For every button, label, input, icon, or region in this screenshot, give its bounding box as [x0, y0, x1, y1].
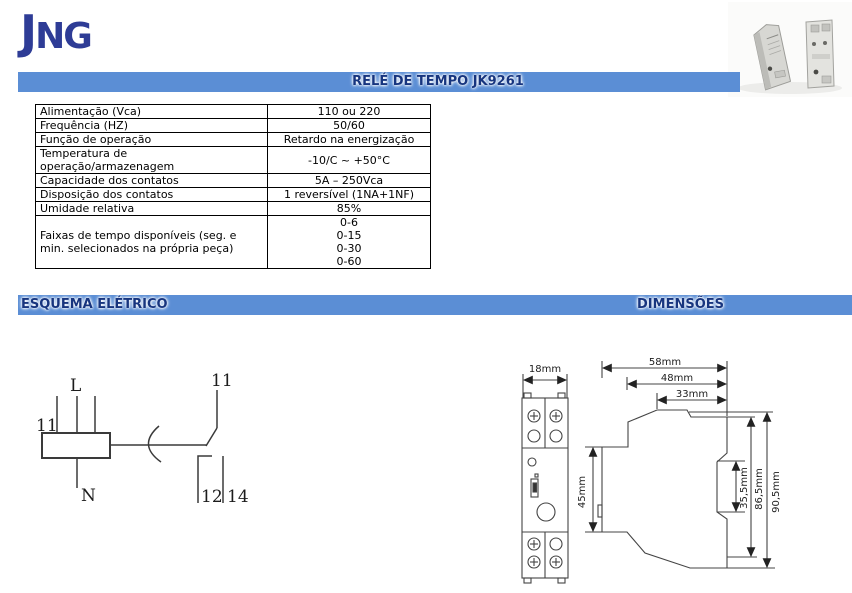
product-photo	[728, 2, 852, 97]
time-range: 0-6	[340, 216, 358, 229]
spec-table: Alimentação (Vca) 110 ou 220 Frequência …	[35, 104, 431, 269]
spec-label: Umidade relativa	[35, 201, 268, 216]
front-view	[521, 374, 569, 584]
depth-total-dim-label: 58mm	[649, 357, 681, 368]
spec-label: Alimentação (Vca)	[35, 104, 268, 119]
spec-value: -10/C ~ +50°C	[267, 146, 431, 174]
depth-body-dim-label: 48mm	[661, 373, 693, 384]
no-terminal-label: 14	[227, 487, 249, 507]
title-bar: RELÉ DE TEMPO JK9261	[18, 72, 740, 92]
table-row: Temperatura de operação/armazenagem -10/…	[35, 146, 431, 174]
delay-arc-symbol	[147, 425, 162, 463]
relay-module-left	[753, 24, 792, 91]
table-row: Faixas de tempo disponíveis (seg. e min.…	[35, 215, 431, 269]
common-terminal-label: 11	[211, 371, 233, 391]
electrical-schematic: 11 L N 11 12 14	[36, 371, 249, 507]
time-range: 0-15	[336, 229, 362, 242]
line-label: L	[70, 376, 81, 396]
side-view	[585, 361, 775, 569]
relay-module-right	[805, 19, 835, 89]
spec-label: Capacidade dos contatos	[35, 173, 268, 188]
table-row: Alimentação (Vca) 110 ou 220	[35, 104, 431, 119]
spec-value: 1 reversível (1NA+1NF)	[267, 187, 431, 202]
table-row: Umidade relativa 85%	[35, 201, 431, 216]
coil-box	[41, 432, 111, 459]
spec-label: Disposição dos contatos	[35, 187, 268, 202]
body-height-dim-label: 86,5mm	[754, 468, 765, 510]
notch-height-dim-label: 35,5mm	[739, 467, 750, 509]
spec-value-list: 0-6 0-15 0-30 0-60	[267, 215, 431, 269]
depth-front-dim-label: 33mm	[676, 389, 708, 400]
spec-value: 5A – 250Vca	[267, 173, 431, 188]
time-range: 0-60	[336, 255, 362, 268]
spec-label: Temperatura de operação/armazenagem	[35, 146, 268, 174]
time-range: 0-30	[336, 242, 362, 255]
total-height-dim-label: 90,5mm	[771, 471, 782, 513]
spec-label: Função de operação	[35, 132, 268, 147]
table-row: Frequência (HZ) 50/60	[35, 118, 431, 133]
schematic-section-title: ESQUEMA ELÉTRICO	[21, 297, 168, 312]
section-bar: ESQUEMA ELÉTRICO DIMENSÕES	[18, 295, 852, 315]
nc-terminal-label: 12	[201, 487, 223, 507]
neutral-label: N	[81, 486, 96, 506]
table-row: Capacidade dos contatos 5A – 250Vca	[35, 173, 431, 188]
jng-logo: JNG	[20, 5, 93, 59]
spec-label: Frequência (HZ)	[35, 118, 268, 133]
rail-height-dim-label: 45mm	[577, 476, 588, 508]
front-width-dim-label: 18mm	[529, 364, 561, 375]
dimensions-drawing: 18mm	[521, 357, 782, 584]
spec-value: Retardo na energização	[267, 132, 431, 147]
spec-value: 85%	[267, 201, 431, 216]
table-row: Função de operação Retardo na energizaçã…	[35, 132, 431, 147]
page-title: RELÉ DE TEMPO JK9261	[352, 74, 524, 89]
table-row: Disposição dos contatos 1 reversível (1N…	[35, 187, 431, 202]
coil-terminal-label: 11	[36, 416, 58, 436]
dimensions-section-title: DIMENSÕES	[637, 297, 724, 312]
spec-label: Faixas de tempo disponíveis (seg. e min.…	[35, 215, 268, 269]
spec-value: 50/60	[267, 118, 431, 133]
spec-value: 110 ou 220	[267, 104, 431, 119]
